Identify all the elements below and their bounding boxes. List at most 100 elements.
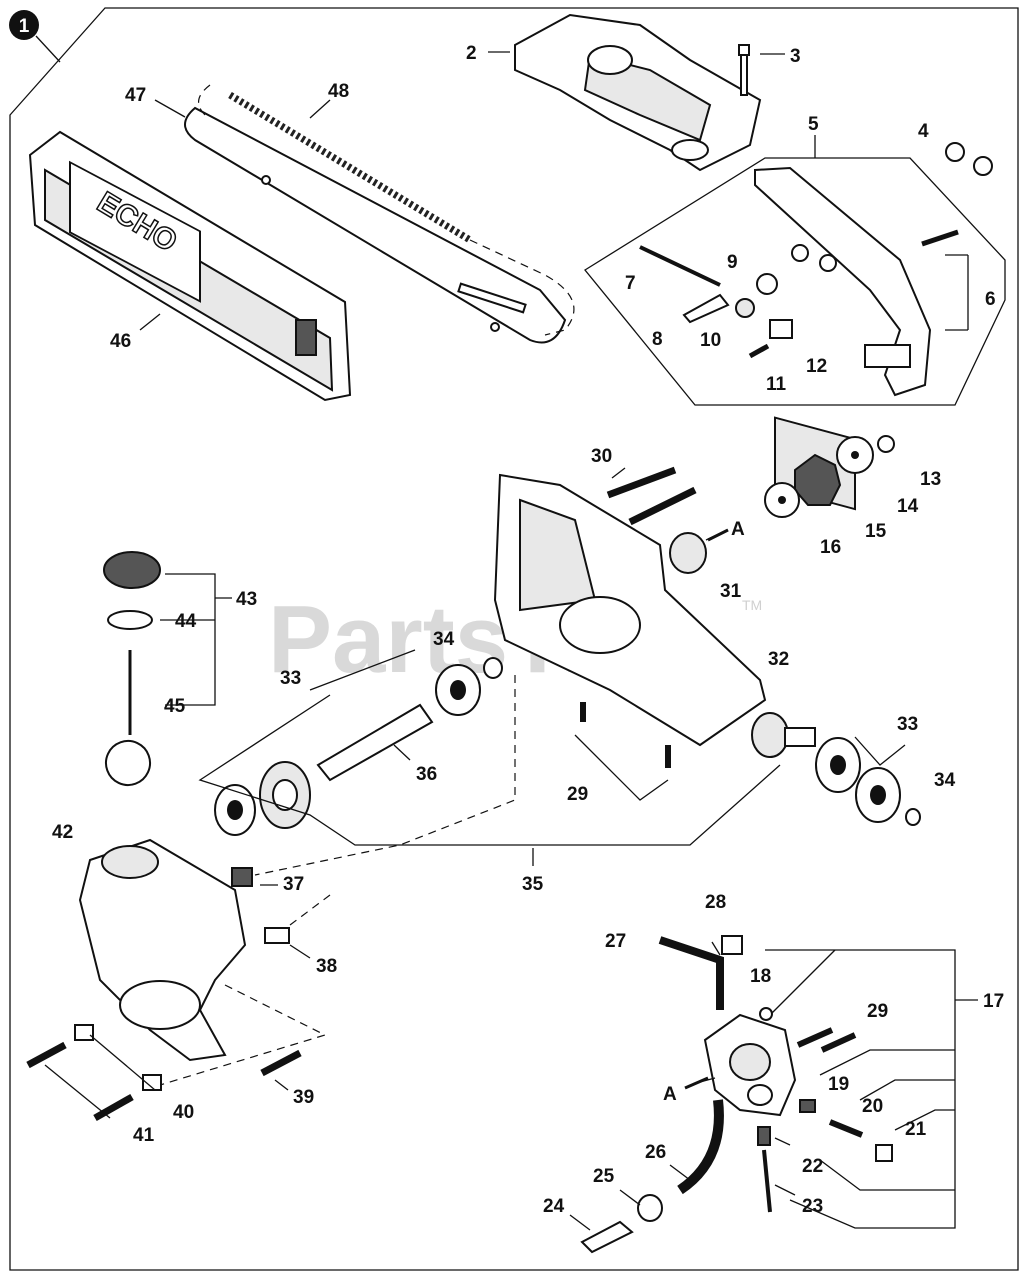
label-47: 47 xyxy=(125,85,146,106)
label-3: 3 xyxy=(790,46,801,67)
label-25: 25 xyxy=(593,1166,615,1187)
ring-34-right xyxy=(905,808,921,826)
label-9: 9 xyxy=(727,252,738,273)
assembly-badge xyxy=(9,10,39,40)
grommet-25 xyxy=(637,1194,663,1222)
label-22: 22 xyxy=(802,1156,823,1177)
label-33-left: 33 xyxy=(280,668,301,689)
label-21: 21 xyxy=(905,1119,927,1140)
plate-12 xyxy=(769,319,793,339)
bolt-6 xyxy=(921,229,959,247)
label-38: 38 xyxy=(316,956,337,977)
label-20: 20 xyxy=(862,1096,883,1117)
saw-chain xyxy=(198,84,575,336)
guard-inset-frame xyxy=(584,157,1006,406)
label-2: 2 xyxy=(466,43,477,64)
label-10: 10 xyxy=(700,330,721,351)
callout-a-arrow-upper xyxy=(707,528,729,542)
worm-31 xyxy=(669,532,707,574)
label-29-pump: 29 xyxy=(867,1001,888,1022)
guide-bar xyxy=(184,106,567,344)
pin-23 xyxy=(762,1149,772,1213)
label-23: 23 xyxy=(802,1196,823,1217)
label-16: 16 xyxy=(820,537,841,558)
label-40: 40 xyxy=(173,1102,194,1123)
label-27: 27 xyxy=(605,931,626,952)
label-19: 19 xyxy=(828,1074,849,1095)
label-13: 13 xyxy=(920,469,941,490)
bolts-29-case xyxy=(580,702,671,768)
bearing-33-right xyxy=(815,737,901,823)
label-7: 7 xyxy=(625,273,636,294)
washer-16 xyxy=(764,482,800,518)
studs-30 xyxy=(606,466,697,526)
label-34-upper: 34 xyxy=(433,629,455,650)
label-6: 6 xyxy=(985,289,996,310)
bolt-7 xyxy=(639,245,721,287)
pipe-27 xyxy=(658,936,724,1010)
callout-a-lower: A xyxy=(663,1084,677,1105)
gasket-44 xyxy=(107,610,153,630)
label-42: 42 xyxy=(52,822,73,843)
bearing-33-left xyxy=(214,784,256,836)
label-33-right: 33 xyxy=(897,714,918,735)
spring-22 xyxy=(757,1126,771,1146)
label-36: 36 xyxy=(416,764,437,785)
label-4: 4 xyxy=(918,121,929,142)
label-46: 46 xyxy=(110,331,131,352)
label-14: 14 xyxy=(897,496,919,517)
plug-37 xyxy=(231,867,253,887)
label-26: 26 xyxy=(645,1142,666,1163)
callout-a-arrow-lower xyxy=(684,1076,709,1090)
bolts-29-pump xyxy=(796,1027,857,1053)
gear-32-right xyxy=(751,712,816,758)
bolt-39 xyxy=(260,1049,302,1077)
label-24: 24 xyxy=(543,1196,565,1217)
nut-4-pair xyxy=(945,142,993,176)
assembly-frame xyxy=(9,7,1019,1271)
label-35: 35 xyxy=(522,874,544,895)
adjuster-8 xyxy=(682,293,730,324)
assembly-badge-number: 1 xyxy=(19,16,30,37)
ring-34-upper xyxy=(483,657,503,679)
spring-19 xyxy=(799,1099,816,1113)
oil-pump xyxy=(703,1013,797,1117)
label-39: 39 xyxy=(293,1087,314,1108)
cap-21 xyxy=(875,1144,893,1162)
label-44: 44 xyxy=(175,611,197,632)
cap-28 xyxy=(721,935,743,955)
label-37: 37 xyxy=(283,874,304,895)
label-15: 15 xyxy=(865,521,887,542)
label-18: 18 xyxy=(750,966,771,987)
gear-case xyxy=(493,473,767,747)
label-30: 30 xyxy=(591,446,612,467)
label-11: 11 xyxy=(766,374,787,395)
bolt-3 xyxy=(738,44,750,96)
clip-18 xyxy=(759,1007,773,1021)
plunger-20 xyxy=(828,1119,864,1138)
callout-a-upper: A xyxy=(731,519,745,540)
oil-tank xyxy=(78,838,247,1062)
label-12: 12 xyxy=(806,356,827,377)
label-41: 41 xyxy=(133,1125,155,1146)
bushing-38 xyxy=(264,927,290,944)
label-29-case: 29 xyxy=(567,784,588,805)
label-28: 28 xyxy=(705,892,726,913)
shaft-36 xyxy=(316,703,434,782)
bearing-34-upper xyxy=(435,664,481,716)
gear-10 xyxy=(735,298,755,318)
gear-9 xyxy=(756,273,778,295)
pump-bracket xyxy=(765,949,956,1229)
watermark-tm: TM xyxy=(742,597,762,613)
clip-13 xyxy=(877,435,895,453)
label-31: 31 xyxy=(720,581,742,602)
screw-11 xyxy=(748,343,770,359)
cap-43 xyxy=(103,551,161,589)
bolts-41 xyxy=(26,1041,134,1122)
filter-24 xyxy=(580,1220,634,1254)
gear-35 xyxy=(259,761,311,829)
scabbard xyxy=(28,130,352,402)
hose-26 xyxy=(677,1099,724,1195)
label-48: 48 xyxy=(328,81,349,102)
